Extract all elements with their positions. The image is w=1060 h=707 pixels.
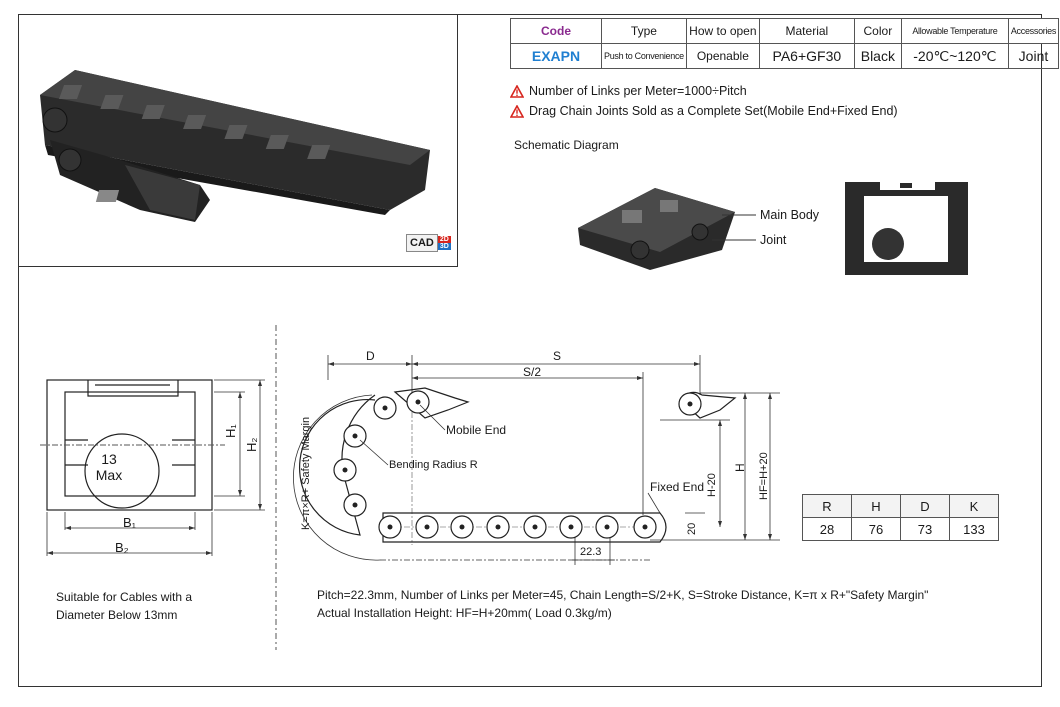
page-frame: [18, 14, 1042, 687]
spec-header-color: Color: [853, 18, 902, 44]
product-photo-box: [18, 14, 458, 267]
dims-header-r: R: [802, 494, 852, 518]
hf-dim-label: HF=H+20: [758, 452, 770, 500]
b2-label: B₂: [115, 540, 129, 555]
b1-label: B₁: [123, 515, 137, 530]
formula-line-2: Actual Installation Height: HF=H+20mm( L…: [317, 606, 612, 620]
mobile-end-label: Mobile End: [446, 423, 507, 437]
pitch-dim-label: 22.3: [580, 546, 602, 558]
single-link-render: [578, 188, 735, 270]
end-view-render: [845, 182, 968, 275]
cad-3d-label: 3D: [437, 243, 451, 250]
note-joints-complete-set: Drag Chain Joints Sold as a Complete Set…: [510, 104, 898, 118]
dims-value-h: 76: [851, 517, 901, 541]
dims-value-d: 73: [900, 517, 950, 541]
s-dim-label: S: [553, 349, 562, 363]
note-joints-text: Drag Chain Joints Sold as a Complete Set…: [529, 104, 898, 118]
cable-max-label: Max: [95, 467, 123, 483]
note-links-text: Number of Links per Meter=1000÷Pitch: [529, 84, 747, 98]
schematic-title: Schematic Diagram: [514, 138, 619, 152]
dimensions-table: R H D K 28 76 73 133: [802, 494, 999, 541]
spec-code-value: EXAPN: [510, 43, 602, 69]
formula-line-1: Pitch=22.3mm, Number of Links per Meter=…: [317, 588, 929, 602]
suitable-line-1: Suitable for Cables with a: [56, 590, 193, 604]
dims-header-k: K: [949, 494, 999, 518]
spec-temperature-value: -20℃~120℃: [900, 43, 1009, 69]
h-dim-label: H: [733, 463, 747, 472]
fixed-end-label: Fixed End: [650, 480, 705, 494]
spec-material-value: PA6+GF30: [758, 43, 855, 69]
dims-header-d: D: [900, 494, 950, 518]
s-half-dim-label: S/2: [523, 365, 542, 379]
cable-size-label: 13 Max: [95, 451, 123, 483]
main-body-label: Main Body: [760, 208, 820, 222]
dims-value-k: 133: [949, 517, 999, 541]
d-dim-label: D: [366, 349, 375, 363]
drag-chain-render: [40, 70, 430, 222]
cable-size-value: 13: [101, 451, 117, 467]
dims-header-h: H: [851, 494, 901, 518]
spec-table: Code Type How to open Material Color All…: [510, 18, 1060, 69]
spec-open-value: Openable: [685, 43, 760, 69]
spec-color-value: Black: [853, 43, 902, 69]
twenty-dim-label: 20: [686, 522, 698, 535]
bending-radius-label: Bending Radius R: [389, 459, 478, 471]
spec-header-code: Code: [510, 18, 602, 44]
cad-2d-3d-badge[interactable]: CAD 2D 3D: [406, 234, 451, 252]
spec-header-how-to-open: How to open: [685, 18, 760, 44]
k-formula-label: K=π×R+ Safety Margin: [300, 416, 312, 530]
suitable-line-2: Diameter Below 13mm: [56, 608, 178, 622]
warning-icon: [510, 84, 524, 98]
spec-type-value: Push to Convenience: [601, 43, 687, 69]
warning-icon: [510, 104, 524, 118]
joint-label: Joint: [760, 233, 787, 247]
spec-accessories-value: Joint: [1007, 43, 1060, 69]
spec-header-temperature: Allowable Temperature: [900, 18, 1009, 44]
spec-header-material: Material: [758, 18, 855, 44]
cad-2d-label: 2D: [437, 236, 451, 243]
note-links-per-meter: Number of Links per Meter=1000÷Pitch: [510, 84, 747, 98]
dims-value-r: 28: [802, 517, 852, 541]
h-minus-20-label: H-20: [706, 473, 718, 497]
cad-label: CAD: [406, 234, 438, 252]
